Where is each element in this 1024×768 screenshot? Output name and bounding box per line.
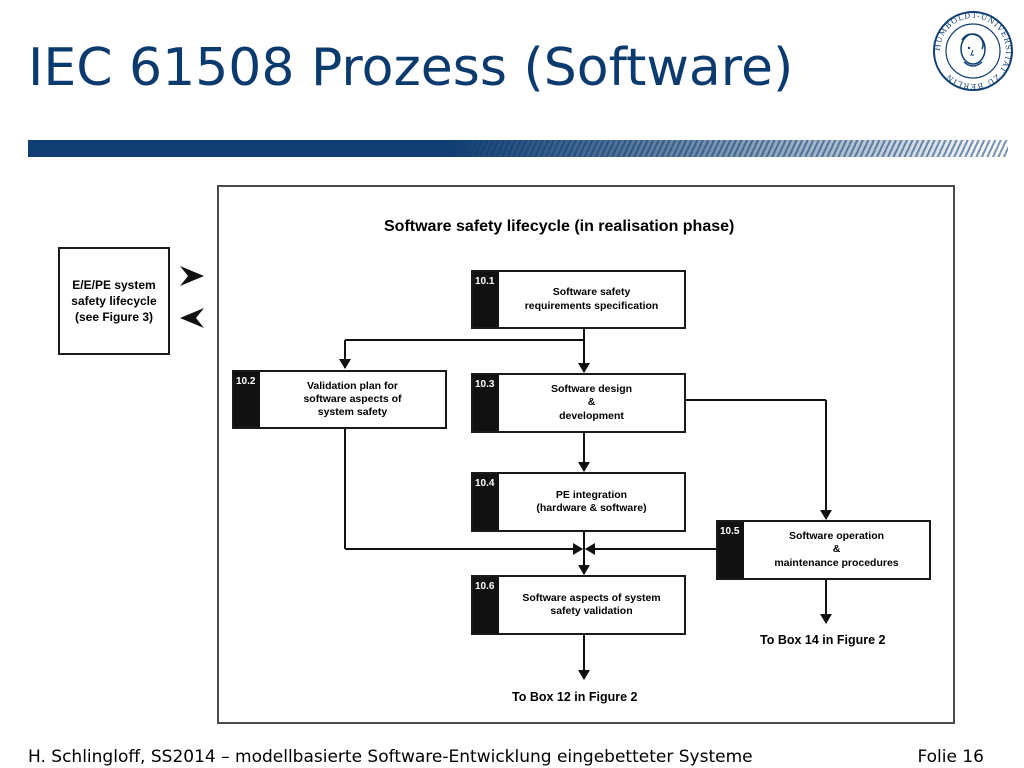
footer-author: H. Schlingloff, SS2014 – modellbasierte … — [28, 747, 753, 767]
box-number: 10.2 — [234, 372, 260, 427]
diagram-title: Software safety lifecycle (in realisatio… — [384, 218, 735, 235]
box-label: Validation plan for software aspects of … — [303, 379, 402, 419]
box-label: Software aspects of system safety valida… — [522, 591, 661, 617]
arrow-left-icon — [180, 308, 204, 328]
title-underline-fade — [448, 140, 1008, 157]
box-label: PE integration (hardware & software) — [536, 488, 647, 514]
box-10-6: 10.6 Software aspects of system safety v… — [471, 575, 686, 635]
box-10-5: 10.5 Software operation & maintenance pr… — [716, 520, 931, 580]
box-10-1: 10.1 Software safety requirements specif… — [471, 270, 686, 329]
box-number: 10.6 — [473, 577, 499, 633]
slide-title: IEC 61508 Prozess (Software) — [28, 38, 794, 98]
title-underline-bar — [28, 140, 448, 157]
footer-slide-number: Folie 16 — [917, 747, 984, 767]
box-number: 10.5 — [718, 522, 744, 578]
humboldt-university-seal-icon: HUMBOLDT-UNIVERSITÄT ZU BERLIN — [933, 11, 1013, 91]
to-box-12-label: To Box 12 in Figure 2 — [512, 690, 638, 704]
box-number: 10.3 — [473, 375, 499, 431]
box-label: Software safety requirements specificati… — [524, 286, 659, 312]
box-10-4: 10.4 PE integration (hardware & software… — [471, 472, 686, 532]
ee-pe-lifecycle-box: E/E/PE system safety lifecycle (see Figu… — [58, 247, 170, 355]
box-label: Software operation & maintenance procedu… — [774, 530, 899, 569]
box-label: Software design & development — [550, 383, 633, 422]
arrow-right-icon — [180, 266, 204, 286]
box-10-2: 10.2 Validation plan for software aspect… — [232, 370, 447, 429]
box-number: 10.4 — [473, 474, 499, 530]
box-10-3: 10.3 Software design & development — [471, 373, 686, 433]
box-number: 10.1 — [473, 272, 499, 327]
to-box-14-label: To Box 14 in Figure 2 — [760, 633, 886, 647]
